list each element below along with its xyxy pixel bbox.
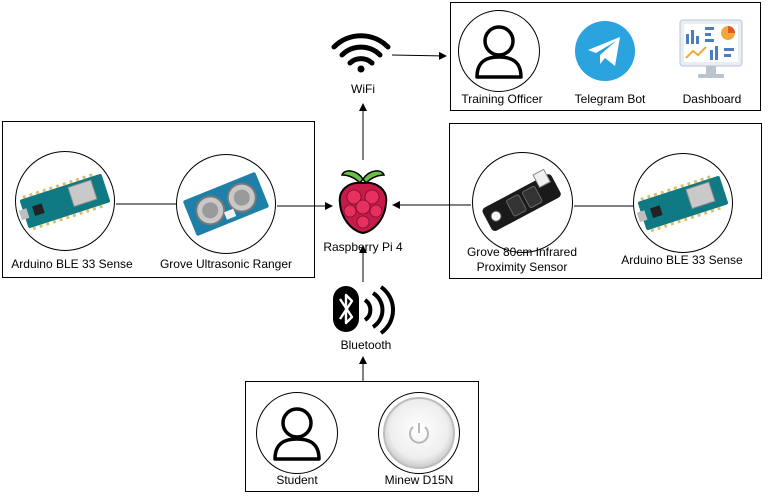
infrared-sensor-label-line1: Grove 80cm Infrared — [466, 245, 578, 259]
wifi-label: WiFi — [351, 82, 375, 96]
dashboard-label: Dashboard — [682, 92, 742, 106]
person-icon — [475, 25, 523, 79]
bluetooth-label: Bluetooth — [340, 338, 392, 352]
ultrasonic-circle — [176, 154, 276, 254]
wifi-to-outputs-arrow — [391, 51, 447, 60]
arduino-board-icon — [18, 173, 111, 231]
arduino-board-icon — [636, 175, 729, 233]
bluetooth-icon — [333, 285, 395, 335]
wifi-icon — [331, 33, 391, 73]
raspberry-pi-label: Raspberry Pi 4 — [323, 240, 403, 254]
telegram-icon — [575, 21, 635, 81]
training-officer-circle — [458, 10, 540, 92]
raspberry-pi-icon — [338, 170, 388, 235]
left-arduino-label: Arduino BLE 33 Sense — [11, 257, 133, 271]
beacon-icon — [383, 397, 455, 469]
infrared-sensor-label-line2: Proximity Sensor — [476, 260, 568, 274]
beacon-label: Minew D15N — [384, 473, 454, 487]
left-arduino-circle — [15, 151, 115, 251]
ultrasonic-sensor-icon — [183, 172, 269, 236]
student-circle — [256, 392, 338, 474]
person-icon — [273, 407, 321, 461]
telegram-bot-label: Telegram Bot — [574, 92, 646, 106]
ultrasonic-label: Grove Ultrasonic Ranger — [159, 257, 293, 271]
dashboard-icon — [679, 19, 743, 78]
infrared-sensor-icon — [482, 168, 561, 231]
right-arduino-circle — [633, 153, 733, 253]
beacon-circle — [378, 392, 460, 474]
training-officer-label: Training Officer — [461, 92, 543, 106]
infrared-sensor-circle — [472, 152, 573, 253]
student-label: Student — [276, 473, 318, 487]
right-arduino-label: Arduino BLE 33 Sense — [621, 253, 743, 267]
